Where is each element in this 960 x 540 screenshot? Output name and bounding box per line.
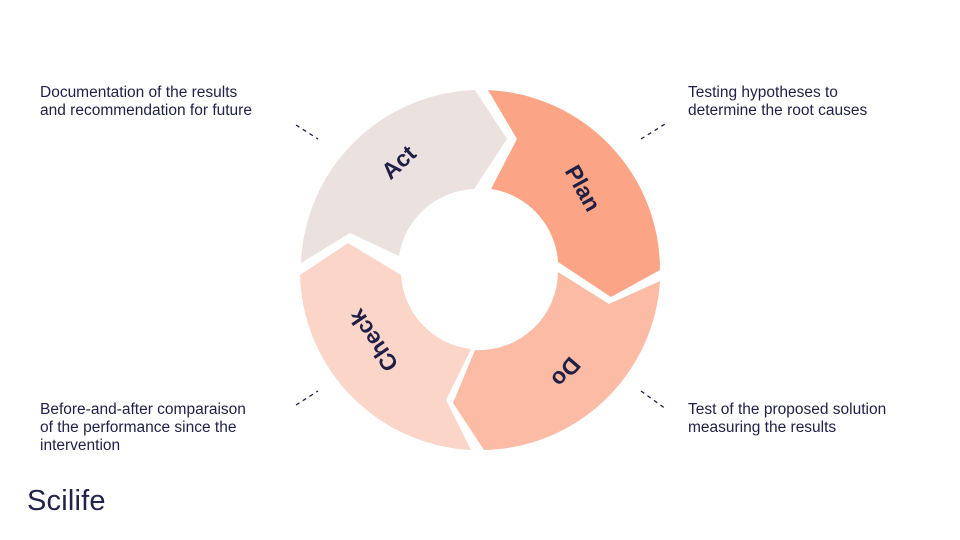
- scilife-logo: Scilife: [27, 485, 106, 517]
- check-connector: [295, 390, 319, 406]
- plan-description-line: determine the root causes: [688, 102, 868, 119]
- check-description: Before-and-after comparaison of the perf…: [40, 401, 246, 455]
- act-description-line: and recommendation for future: [40, 102, 252, 119]
- do-description: Test of the proposed solution measuring …: [688, 401, 886, 437]
- do-connector: [640, 390, 667, 410]
- act-segment: [301, 90, 507, 263]
- do-description-line: measuring the results: [688, 419, 837, 436]
- plan-description: Testing hypotheses to determine the root…: [688, 84, 867, 120]
- check-segment: [300, 243, 471, 450]
- plan-connector: [640, 123, 666, 140]
- check-description-line: of the performance since the: [40, 419, 237, 436]
- check-description-line: Before-and-after comparaison: [40, 401, 246, 418]
- act-description: Documentation of the results and recomme…: [40, 84, 252, 120]
- do-segment: [453, 272, 660, 450]
- plan-description-line: Testing hypotheses to: [688, 84, 838, 101]
- check-description-line: intervention: [40, 437, 121, 454]
- act-description-line: Documentation of the results: [40, 84, 238, 101]
- plan-segment: [488, 90, 661, 297]
- do-description-line: Test of the proposed solution: [688, 401, 887, 418]
- act-connector: [295, 124, 319, 140]
